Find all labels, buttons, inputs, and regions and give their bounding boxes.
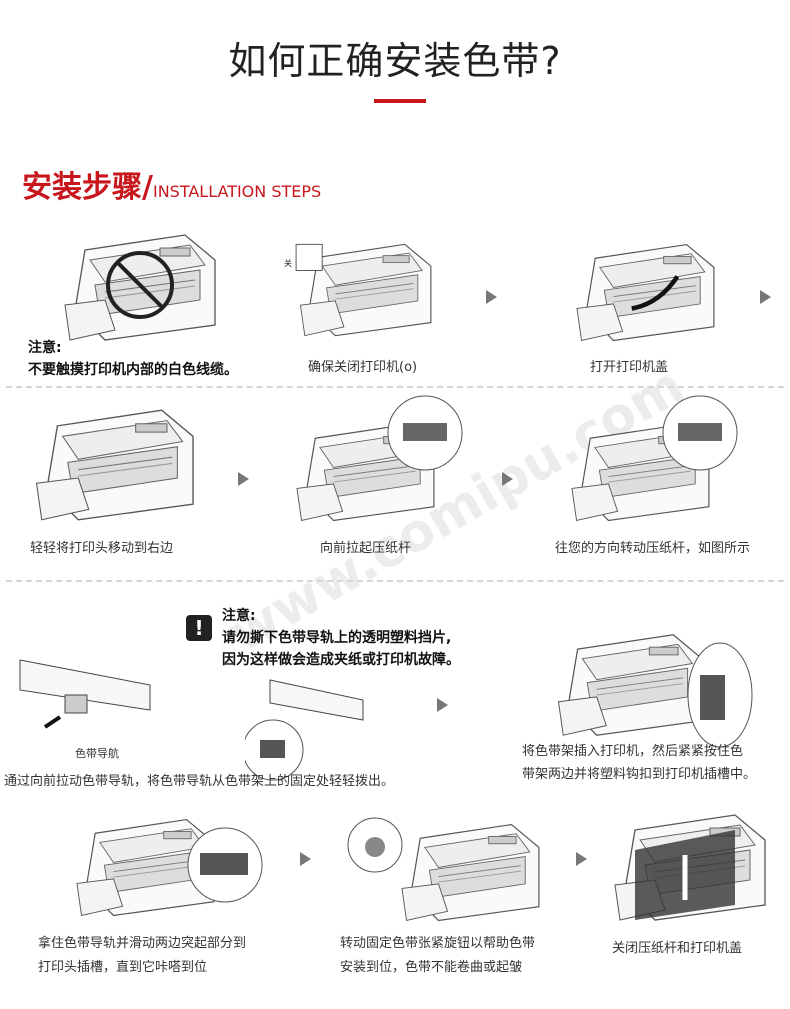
zoom-detail-circle — [662, 395, 738, 471]
next-arrow-icon — [760, 290, 771, 304]
next-arrow-icon — [238, 472, 249, 486]
next-arrow-icon — [576, 852, 587, 866]
ribbon-guide-label: 色带导航 — [75, 747, 119, 760]
next-arrow-icon — [437, 698, 448, 712]
step11-caption: 关闭压纸杆和打印机盖 — [612, 941, 743, 956]
divider — [6, 580, 784, 582]
printer-illustration-open-cover — [576, 243, 715, 342]
caption-line: 拿住色带导轨并滑动两边突起部分到 — [38, 936, 247, 951]
zoom-detail-circle — [347, 817, 403, 873]
next-arrow-icon — [300, 852, 311, 866]
step8-caption: 将色带架插入打印机，然后紧紧按住色 带架两边并将塑料钩扣到打印机插槽中。 — [522, 740, 756, 786]
zoom-detail-circle — [687, 642, 753, 748]
step4-caption: 轻轻将打印头移动到右边 — [30, 541, 174, 556]
printer-illustration-tension-knob — [401, 823, 540, 922]
caption-line: 将色带架插入打印机，然后紧紧按住色 — [522, 744, 744, 759]
printer-illustration-power-off — [295, 243, 432, 337]
step10-caption: 转动固定色带张紧旋钮以帮助色带 安装到位，色带不能卷曲或起皱 — [340, 932, 535, 980]
divider — [6, 386, 784, 388]
step9-caption: 拿住色带导轨并滑动两边突起部分到 打印头插槽，直到它咔嗒到位 — [38, 932, 246, 980]
step3-caption: 打开打印机盖 — [590, 360, 669, 375]
warning-label: 注意: — [222, 608, 256, 624]
page-title: 如何正确安装色带? — [228, 39, 562, 83]
printer-illustration-close-cover — [614, 814, 766, 921]
section-heading: 安装步骤/INSTALLATION STEPS — [22, 162, 321, 206]
step5-caption: 向前拉起压纸杆 — [320, 541, 412, 556]
printer-illustration-move-head — [35, 409, 194, 521]
caption-line: 转动固定色带张紧旋钮以帮助色带 — [340, 936, 536, 951]
warning-line: 请勿撕下色带导轨上的透明塑料挡片, — [222, 630, 452, 646]
zoom-detail-circle — [187, 827, 263, 903]
next-arrow-icon — [486, 290, 497, 304]
step2-caption: 确保关闭打印机(o) — [308, 360, 418, 375]
zoom-detail-circle — [387, 395, 463, 471]
title-underline — [374, 99, 426, 103]
caption-line: 带架两边并将塑料钩扣到打印机插槽中。 — [522, 767, 757, 782]
warning-line: 因为这样做会造成夹纸或打印机故障。 — [222, 652, 460, 668]
caption-line: 安装到位，色带不能卷曲或起皱 — [340, 960, 523, 975]
ribbon-cartridge-illustration — [19, 659, 151, 729]
power-button-label: 关 — [284, 259, 292, 268]
step1-note: 注意: 不要触摸打印机内部的白色线缆。 — [28, 337, 238, 381]
next-arrow-icon — [502, 472, 513, 486]
section-title-zh: 安装步骤/ — [22, 170, 153, 205]
caption-line: 打印头插槽，直到它咔嗒到位 — [38, 960, 208, 975]
printer-illustration-no-touch — [64, 234, 216, 341]
step6-caption: 往您的方向转动压纸杆，如图所示 — [555, 541, 751, 556]
step7-caption: 通过向前拉动色带导轨，将色带导轨从色带架上的固定处轻轻拨出。 — [4, 774, 395, 789]
note-label: 注意: — [28, 340, 62, 356]
ribbon-cartridge-illustration — [245, 679, 364, 781]
warning-icon: ! — [186, 615, 212, 641]
section-title-en: INSTALLATION STEPS — [152, 182, 322, 201]
step1-caption: 不要触摸打印机内部的白色线缆。 — [28, 362, 238, 378]
